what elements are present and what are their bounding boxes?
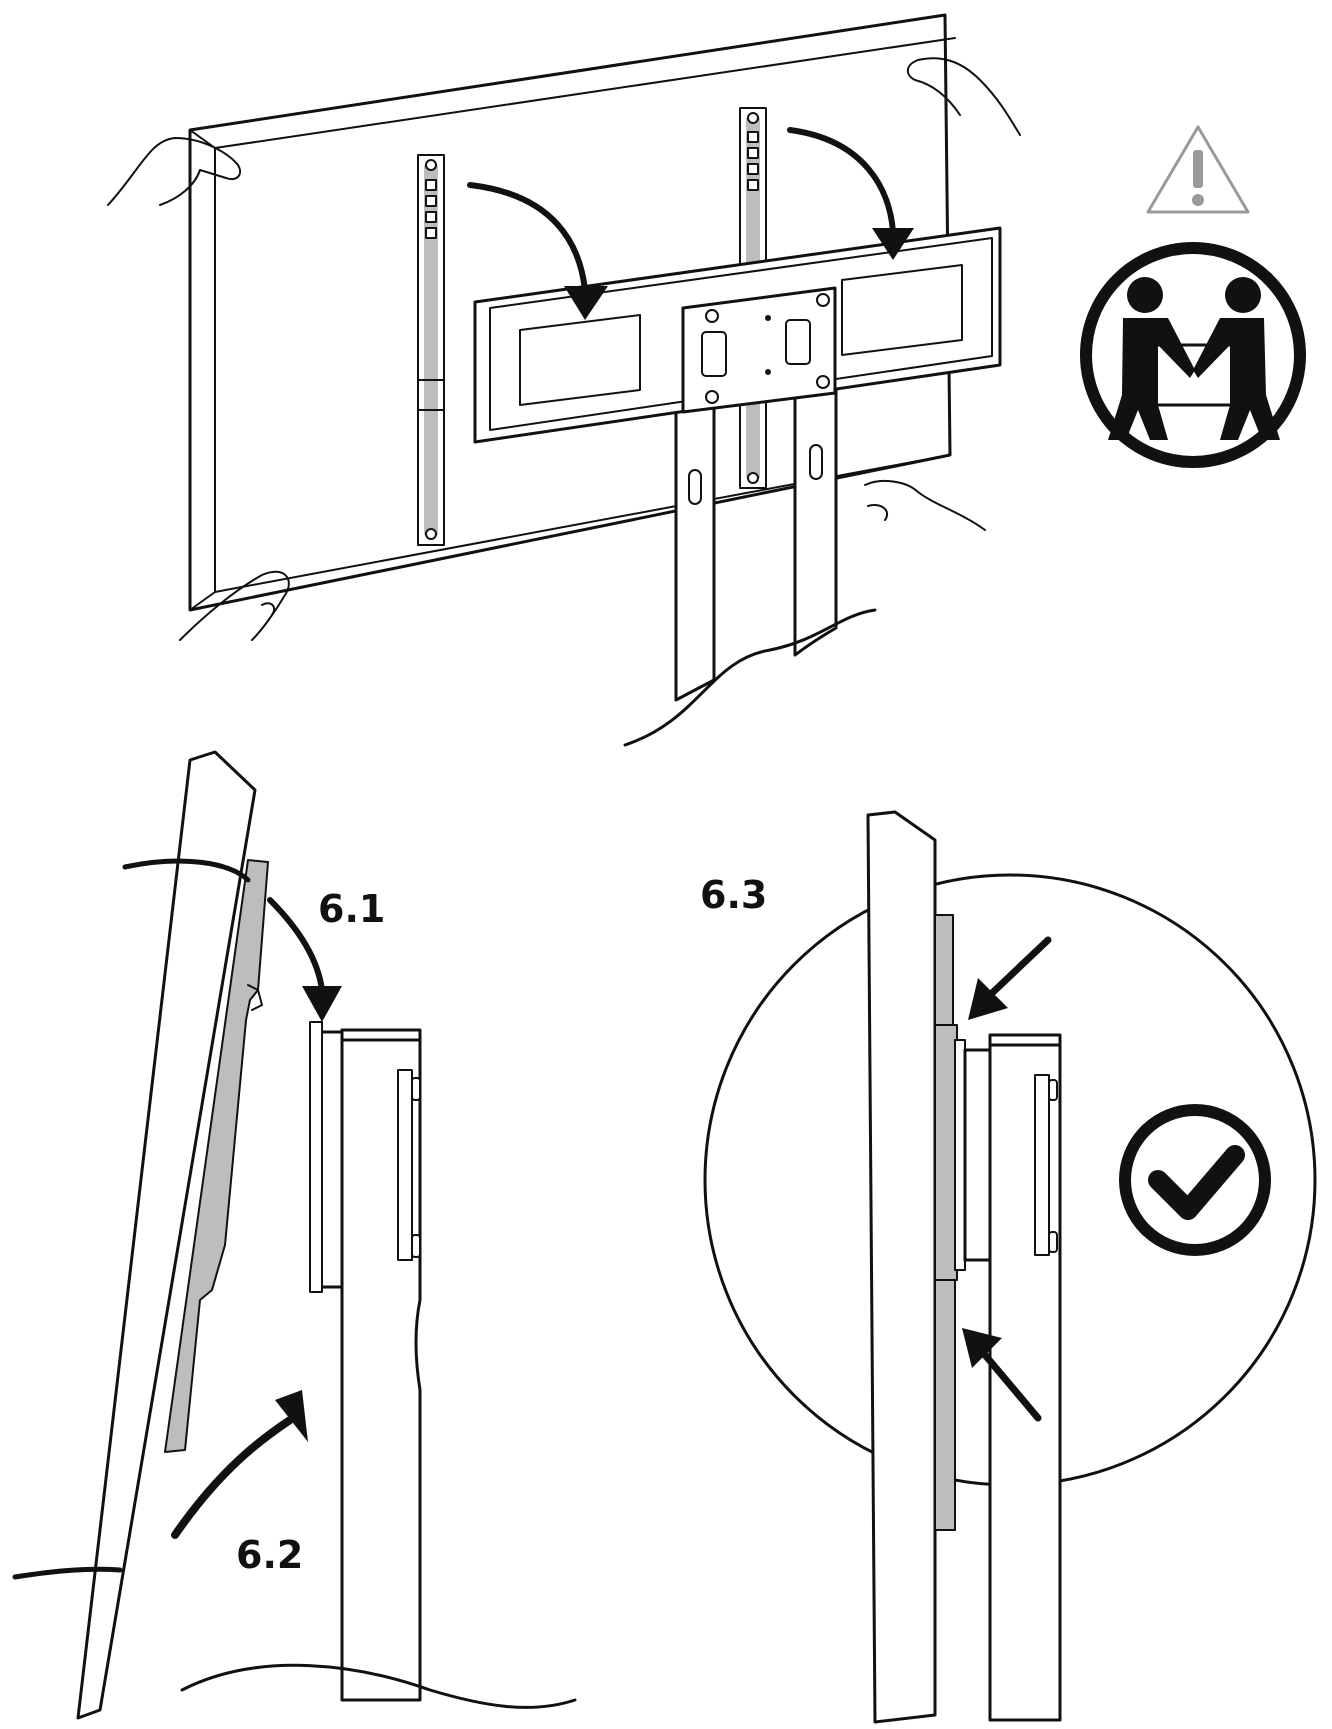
step-label-6-3: 6.3: [700, 873, 767, 917]
step-label-6-2: 6.2: [236, 1533, 303, 1577]
side-view-hooking: 6.1 6.2: [12, 750, 577, 1720]
side-cut-line: [180, 1663, 577, 1709]
arrow-6-1: [122, 858, 342, 1022]
stand-column-side: [309, 1021, 422, 1702]
tilted-tv-side: [76, 750, 269, 1720]
hook-direction-arrows: [467, 127, 914, 320]
two-person-lift-icon: [1080, 242, 1306, 468]
upright-stand-column: [954, 1033, 1062, 1722]
arrow-6-2: [12, 1390, 308, 1580]
horizontal-mounting-plate: [473, 226, 1002, 444]
hook-point-arrows: [962, 936, 1052, 1422]
warning-triangle-icon: [1146, 125, 1250, 214]
hands: [107, 57, 1021, 641]
detail-view-secured: 6.3: [700, 810, 1317, 1724]
step-label-6-1: 6.1: [318, 887, 385, 931]
checkmark-circle-icon: [1119, 1104, 1271, 1256]
tv-lift-scene: [107, 13, 1021, 747]
stand-cut-line: [623, 608, 877, 747]
left-bracket-arm: [417, 154, 445, 546]
upright-tv-side: [866, 810, 958, 1724]
